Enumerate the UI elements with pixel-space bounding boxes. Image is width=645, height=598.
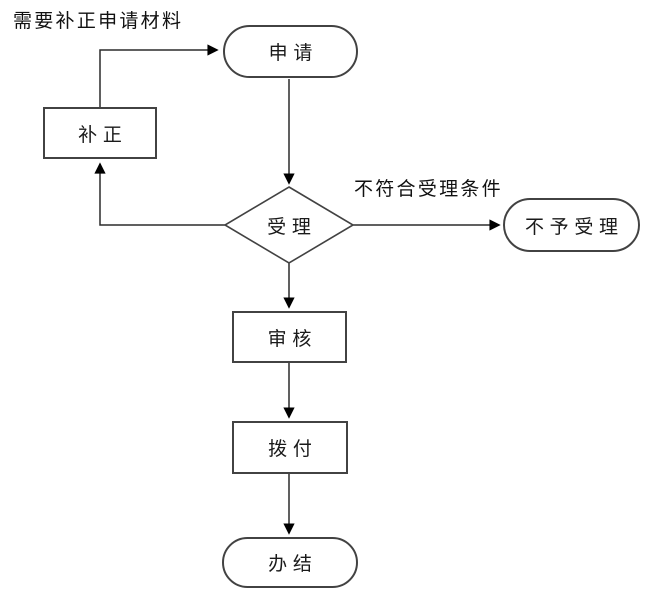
node-complete-label: 办结 <box>268 554 318 575</box>
node-review-label: 审核 <box>267 328 318 350</box>
node-disburse-label: 拨付 <box>268 439 318 460</box>
node-complete: 办结 <box>222 537 358 588</box>
node-reject: 不予受理 <box>503 198 640 252</box>
node-disburse: 拨付 <box>232 421 348 474</box>
node-supplement: 补正 <box>43 107 157 159</box>
node-apply-label: 申请 <box>268 43 319 64</box>
node-supplement-label: 补正 <box>78 124 128 146</box>
edge-accept-to-supplement <box>94 162 225 226</box>
node-accept-label: 受理 <box>267 216 317 238</box>
node-accept-decision: 受理 <box>225 187 353 263</box>
note-need-supplement-label: 需要补正申请材料 <box>13 11 184 32</box>
node-apply: 申请 <box>223 25 358 78</box>
edge-supplement-to-apply <box>99 44 219 107</box>
decision-diamond-shape <box>223 186 355 264</box>
node-reject-label: 不予受理 <box>524 216 624 238</box>
node-review: 审核 <box>232 311 347 363</box>
branch-condition-label: 不符合受理条件 <box>354 179 503 200</box>
